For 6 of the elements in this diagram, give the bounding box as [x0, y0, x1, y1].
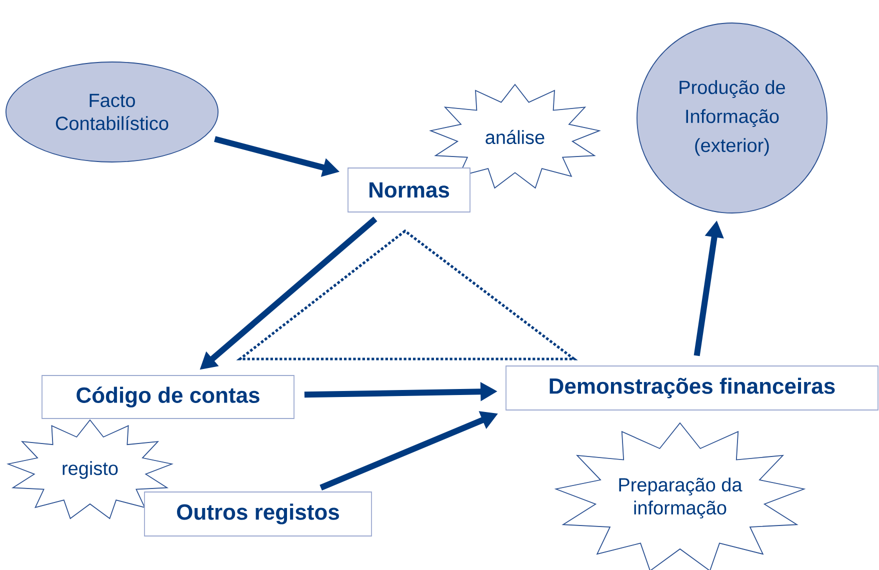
- label-box: Demonstrações financeiras: [506, 366, 878, 410]
- circle-node: Produção de Informação (exterior): [636, 22, 828, 214]
- label-box: Outros registos: [144, 492, 372, 536]
- label-box: Normas: [348, 168, 470, 212]
- label-box: Código de contas: [42, 375, 294, 419]
- ellipse-node: Facto Contabilístico: [6, 62, 219, 162]
